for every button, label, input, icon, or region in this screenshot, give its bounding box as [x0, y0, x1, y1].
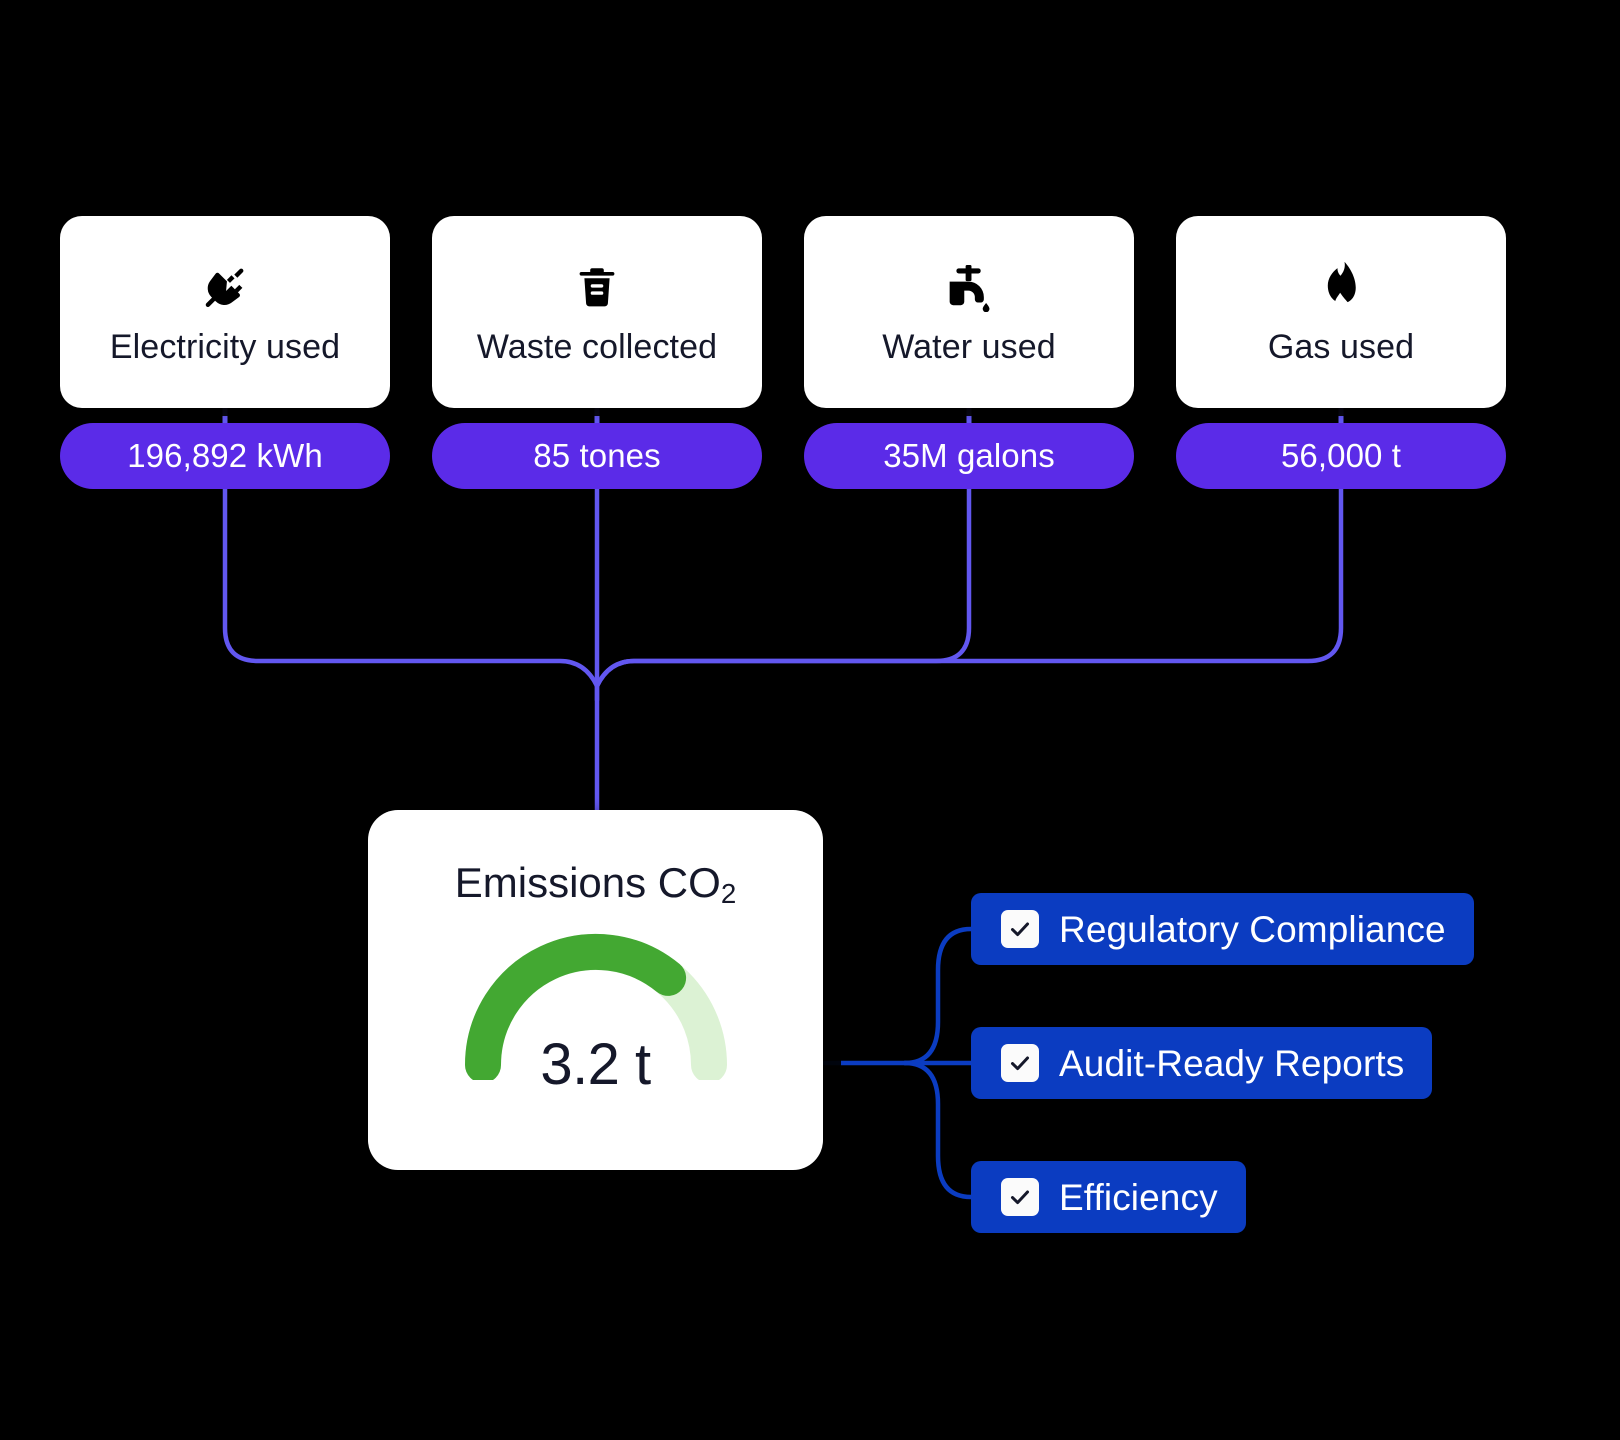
gauge-fill [464, 933, 686, 1080]
value-pill-electricity[interactable]: 196,892 kWh [60, 423, 390, 489]
value-pill-text: 56,000 t [1280, 437, 1402, 474]
value-pill-text: 35M galons [883, 437, 1055, 474]
flame-icon [1314, 260, 1368, 314]
source-card-label: Waste collected [476, 328, 718, 366]
wire-water [594, 486, 972, 689]
source-card-gas[interactable]: Gas used [1176, 216, 1506, 408]
value-pill-text: 196,892 kWh [127, 437, 323, 474]
value-pill-text: 85 tones [533, 437, 661, 474]
wire-benefit-efficiency [902, 1060, 974, 1200]
source-card-electricity[interactable]: Electricity used [60, 216, 390, 408]
benefit-chip-regulatory-compliance[interactable]: Regulatory Compliance [971, 893, 1474, 965]
emissions-gauge: 3.2 t [461, 930, 731, 1094]
wire-gas [594, 486, 1344, 689]
source-card-water[interactable]: Water used [804, 216, 1134, 408]
emissions-title-main: Emissions CO [454, 859, 721, 906]
source-card-label: Electricity used [109, 328, 341, 366]
value-pill-water[interactable]: 35M galons [804, 423, 1134, 489]
emissions-title-subscript: 2 [720, 877, 737, 909]
checkbox-checked-icon[interactable] [1001, 910, 1039, 948]
value-pill-gas[interactable]: 56,000 t [1176, 423, 1506, 489]
source-card-waste[interactable]: Waste collected [432, 216, 762, 408]
wire-benefit-regulatory [902, 926, 974, 1066]
benefit-chip-label: Efficiency [1059, 1176, 1218, 1218]
trash-icon [570, 260, 624, 314]
value-pill-waste[interactable]: 85 tones [432, 423, 762, 489]
checkbox-checked-icon[interactable] [1001, 1044, 1039, 1082]
checkbox-checked-icon[interactable] [1001, 1178, 1039, 1216]
benefit-chip-label: Regulatory Compliance [1059, 908, 1446, 950]
source-card-label: Gas used [1267, 328, 1415, 366]
wire-electricity [222, 486, 600, 689]
plug-icon [198, 260, 252, 314]
benefit-chip-efficiency[interactable]: Efficiency [971, 1161, 1246, 1233]
faucet-icon [942, 260, 996, 314]
benefit-chip-audit-ready-reports[interactable]: Audit-Ready Reports [971, 1027, 1433, 1099]
gauge-value-label: 3.2 t [540, 1032, 651, 1097]
source-card-label: Water used [882, 328, 1056, 366]
benefit-chip-label: Audit-Ready Reports [1059, 1042, 1405, 1084]
emissions-title: Emissions CO2 [454, 859, 736, 907]
emissions-card[interactable]: Emissions CO2 3.2 t [368, 810, 823, 1170]
